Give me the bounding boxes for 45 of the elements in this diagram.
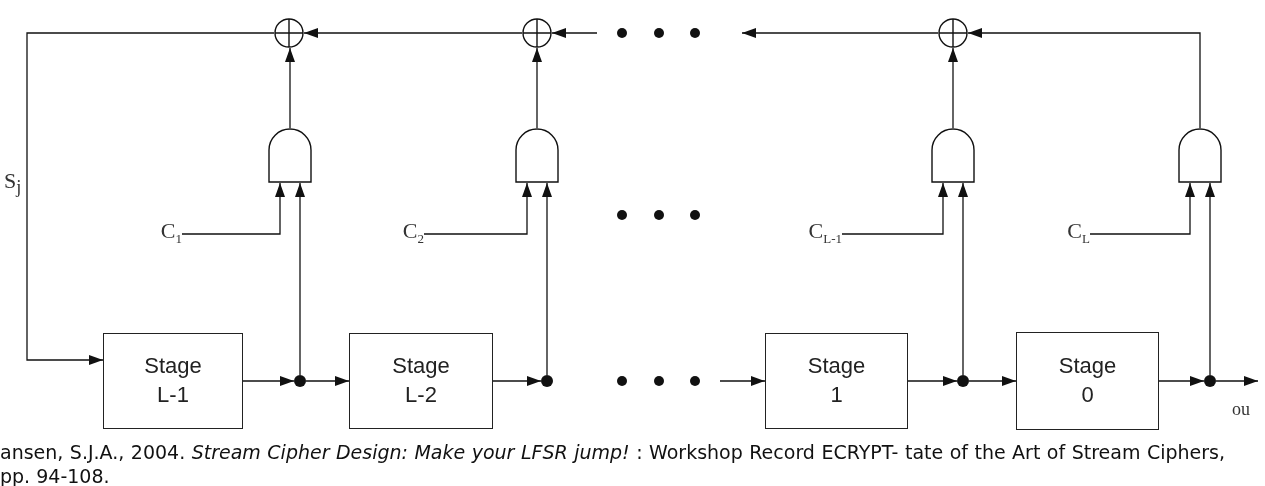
- arrow: [719, 376, 766, 386]
- xor-symbol: [938, 18, 968, 48]
- arrow: [305, 376, 350, 386]
- coefficient-label: C$_{L-1}$: [786, 220, 842, 248]
- arrow: [423, 182, 532, 235]
- stage-box: Stage L-2: [349, 333, 493, 429]
- arrow: [532, 47, 542, 129]
- arrow: [285, 47, 295, 129]
- arrow: [542, 182, 552, 376]
- arrow: [967, 28, 1201, 129]
- arrow: [968, 376, 1017, 386]
- junction-dot: [1204, 375, 1216, 387]
- stage-box: Stage 0: [1016, 332, 1159, 430]
- and-gate: [515, 128, 559, 183]
- arrow: [303, 28, 523, 38]
- output-label: ou: [1232, 400, 1250, 418]
- arrow: [907, 376, 958, 386]
- arrow: [1089, 182, 1195, 235]
- arrow: [1205, 182, 1215, 376]
- xor-symbol: [274, 18, 304, 48]
- arrow: [841, 182, 948, 235]
- coefficient-label: C$_{L}$: [1050, 220, 1090, 248]
- stage-box: Stage L-1: [103, 333, 243, 429]
- arrow: [1158, 376, 1205, 386]
- coefficient-label: C$_{1}$: [140, 220, 182, 248]
- arrow: [181, 182, 285, 235]
- junction-dot: [957, 375, 969, 387]
- arrow: [26, 32, 275, 365]
- arrow: [242, 376, 295, 386]
- xor-symbol: [522, 18, 552, 48]
- arrow: [1215, 376, 1259, 386]
- coefficient-label: C$_{2}$: [382, 220, 424, 248]
- and-gate: [931, 128, 975, 183]
- and-gate: [1178, 128, 1222, 183]
- and-gate: [268, 128, 312, 183]
- junction-dot: [541, 375, 553, 387]
- stage-box: Stage 1: [765, 333, 908, 429]
- arrow: [958, 182, 968, 376]
- edge-label: S$_{j}$: [4, 170, 22, 197]
- arrow: [492, 376, 542, 386]
- junction-dot: [294, 375, 306, 387]
- arrow: [295, 182, 305, 376]
- arrow: [741, 28, 939, 38]
- arrow: [551, 28, 598, 38]
- arrow: [948, 47, 958, 129]
